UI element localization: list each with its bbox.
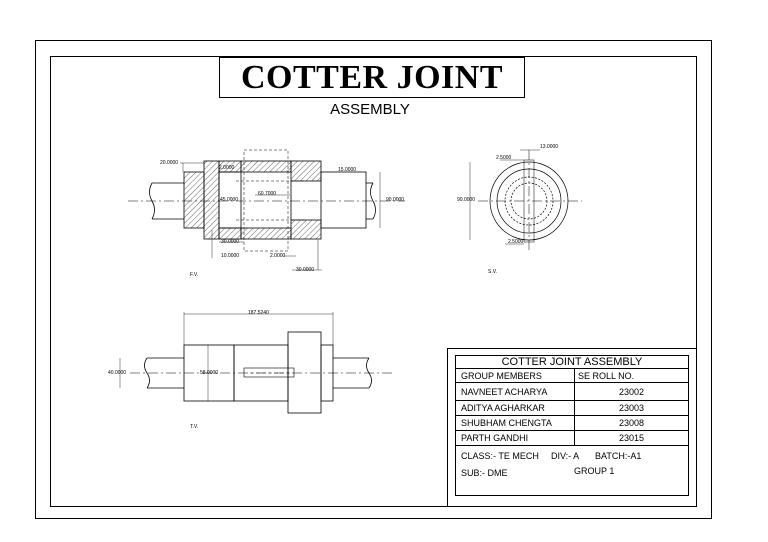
title-box: COTTER JOINT: [219, 57, 525, 98]
side-view-label: S.V.: [488, 269, 497, 275]
sv-dim-3: 90.0000: [457, 197, 475, 203]
fv-dim-9: 2.0000: [270, 253, 286, 259]
title-block-header-row: GROUP MEMBERS SE ROLL NO.: [456, 369, 688, 383]
sv-dim-4: 2.5000: [508, 239, 524, 245]
fv-dim-5: 90.0000: [386, 197, 404, 203]
fv-dim-10: 30.0000: [296, 267, 314, 273]
member-roll: 23015: [574, 431, 688, 445]
member-name: SHUBHAM CHENGTA: [461, 418, 552, 428]
sv-dim-1: 2.5000: [496, 155, 512, 161]
member-name: NAVNEET ACHARYA: [461, 386, 548, 397]
batch-text: BATCH:-A1: [595, 451, 642, 461]
tv-dim-2: 40.0000: [108, 370, 126, 376]
fv-dim-7: 30.0000: [221, 239, 239, 245]
fv-dim-6: 45.0000: [220, 197, 238, 203]
roll-no-header: SE ROLL NO.: [574, 369, 688, 382]
fv-dim-3: 15.0000: [338, 167, 356, 173]
group-text: GROUP 1: [574, 466, 615, 476]
fv-dim-8: 10.0000: [221, 253, 239, 259]
top-view: [119, 312, 392, 414]
title-block-frame: [447, 348, 697, 507]
top-view-label: T.V.: [190, 424, 198, 430]
front-view-dimensions: 20.0000 2.0000 15.0000 60.7000 90.0000 4…: [160, 160, 404, 278]
title-block-heading-row: COTTER JOINT ASSEMBLY: [456, 356, 688, 369]
fv-dim-1: 20.0000: [160, 160, 178, 166]
member-row: NAVNEET ACHARYA 23002: [456, 383, 688, 401]
member-row: ADITYA AGHARKAR 23003: [456, 401, 688, 416]
member-roll: 23003: [574, 401, 688, 415]
member-name: PARTH GANDHI: [461, 433, 529, 443]
sv-dim-2: 13.0000: [540, 144, 558, 150]
drawing-subtitle: ASSEMBLY: [330, 101, 410, 118]
member-roll: 23008: [574, 416, 688, 430]
side-view-dimensions: 2.5000 13.0000 90.0000 2.5000 S.V.: [457, 144, 558, 275]
class-text: CLASS:- TE MECH: [461, 451, 539, 461]
fv-dim-2: 2.0000: [219, 165, 235, 171]
div-text: DIV:- A: [551, 451, 580, 461]
front-view: [128, 149, 405, 271]
sheet-outer-border: [35, 40, 712, 519]
title-block-table: COTTER JOINT ASSEMBLY GROUP MEMBERS SE R…: [455, 355, 689, 496]
member-row: SHUBHAM CHENGTA 23008: [456, 416, 688, 431]
fv-dim-4: 60.7000: [258, 191, 276, 197]
member-row: PARTH GANDHI 23015: [456, 431, 688, 446]
drawing-title: COTTER JOINT: [241, 59, 503, 96]
title-block-heading: COTTER JOINT ASSEMBLY: [501, 356, 643, 368]
sheet-inner-border: [50, 56, 697, 507]
top-view-dimensions: 187.5240 40.0000 58.0000 T.V.: [108, 310, 269, 430]
front-view-label: F.V.: [190, 272, 198, 278]
subject-text: SUB:- DME: [461, 468, 508, 478]
member-name: ADITYA AGHARKAR: [461, 403, 545, 413]
side-view: [469, 149, 582, 252]
tv-dim-1: 187.5240: [248, 310, 269, 316]
tv-dim-3: 58.0000: [200, 370, 218, 376]
group-members-header: GROUP MEMBERS: [461, 370, 542, 381]
member-roll: 23002: [574, 383, 688, 400]
